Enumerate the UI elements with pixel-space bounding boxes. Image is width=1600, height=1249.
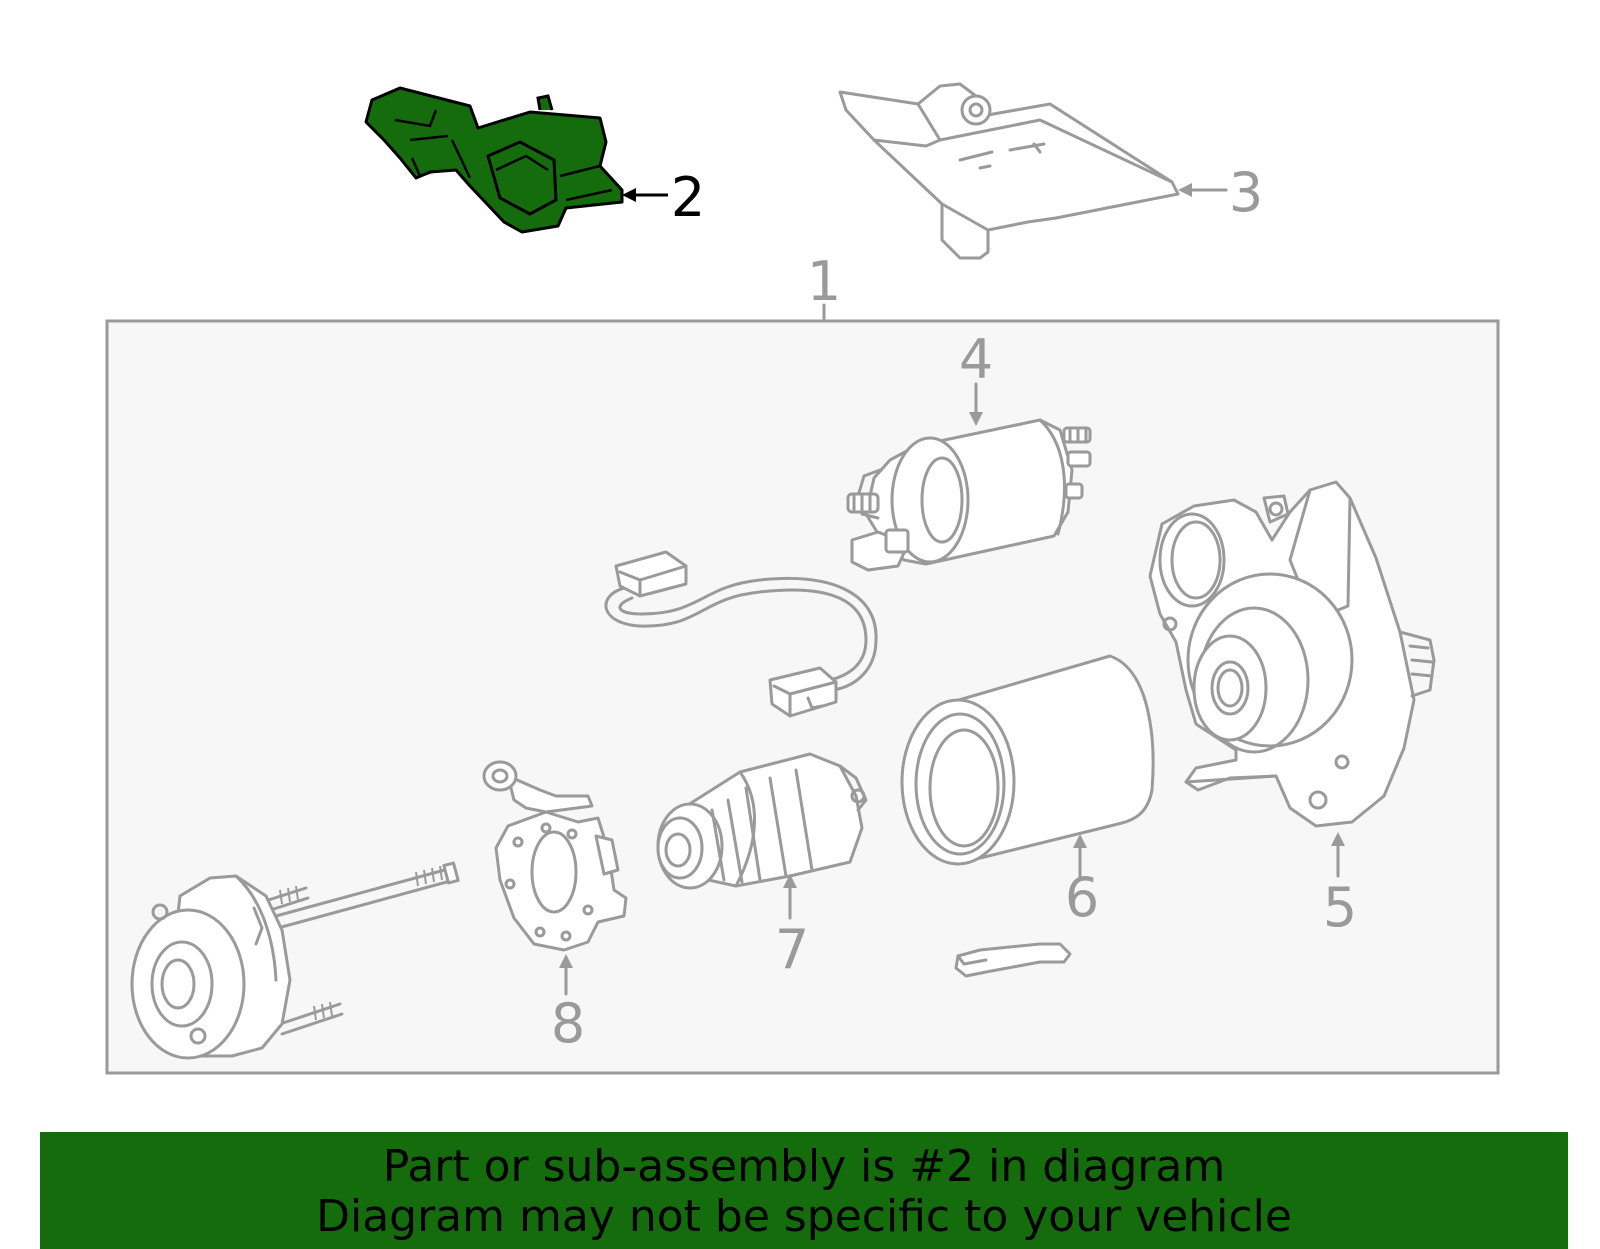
part-2-bracket[interactable]: [364, 86, 624, 234]
callout-3-arrow: [1178, 183, 1228, 197]
callout-7-arrow: [783, 874, 797, 920]
callout-7-label: 7: [775, 918, 809, 981]
callout-4-label: 4: [959, 328, 993, 391]
callout-5-label: 5: [1323, 876, 1357, 939]
end-frame-with-bolts[interactable]: [130, 861, 460, 1060]
rubber-seal[interactable]: [954, 942, 1072, 978]
part-3-bracket-plate[interactable]: [838, 82, 1180, 260]
callout-5-arrow: [1331, 832, 1345, 878]
callout-6-label: 6: [1065, 866, 1099, 929]
callout-1-label: 1: [807, 250, 841, 313]
callout-6-arrow: [1073, 834, 1087, 880]
callout-3-label: 3: [1229, 161, 1263, 224]
part-7-armature[interactable]: [656, 752, 868, 890]
callout-8-arrow: [559, 954, 573, 996]
part-6-yoke[interactable]: [900, 654, 1155, 866]
banner-line-2: Diagram may not be specific to your vehi…: [316, 1191, 1292, 1242]
part-4-solenoid[interactable]: [846, 418, 1092, 572]
part-5-drive-housing[interactable]: [1148, 480, 1436, 828]
info-banner: Part or sub-assembly is #2 in diagram Di…: [40, 1132, 1568, 1249]
callout-4-arrow: [969, 382, 983, 426]
banner-line-1: Part or sub-assembly is #2 in diagram: [382, 1141, 1226, 1192]
part-8-brush-holder[interactable]: [482, 760, 628, 952]
callout-8-label: 8: [551, 992, 585, 1055]
callout-2-label: 2: [671, 166, 705, 229]
callout-2-arrow: [622, 188, 668, 202]
wire-harness[interactable]: [604, 550, 878, 718]
